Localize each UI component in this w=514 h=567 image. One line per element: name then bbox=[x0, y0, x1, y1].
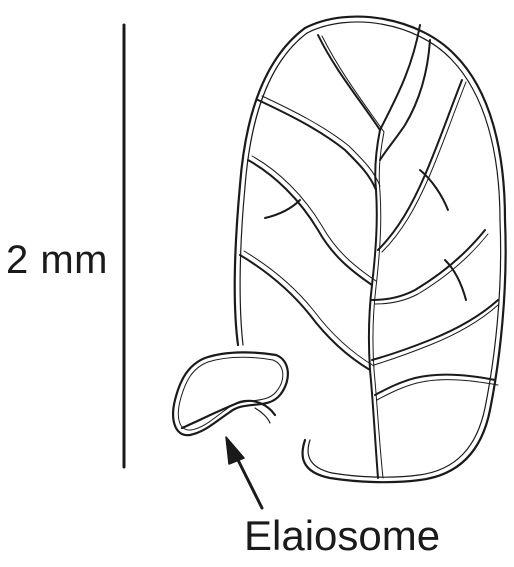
elaiosome bbox=[173, 352, 288, 435]
seed-body bbox=[235, 17, 506, 483]
elaiosome-label: Elaiosome bbox=[244, 512, 440, 560]
scale-bar-label: 2 mm bbox=[6, 236, 108, 284]
seed-veins bbox=[240, 25, 498, 478]
elaiosome-arrow bbox=[226, 437, 262, 508]
